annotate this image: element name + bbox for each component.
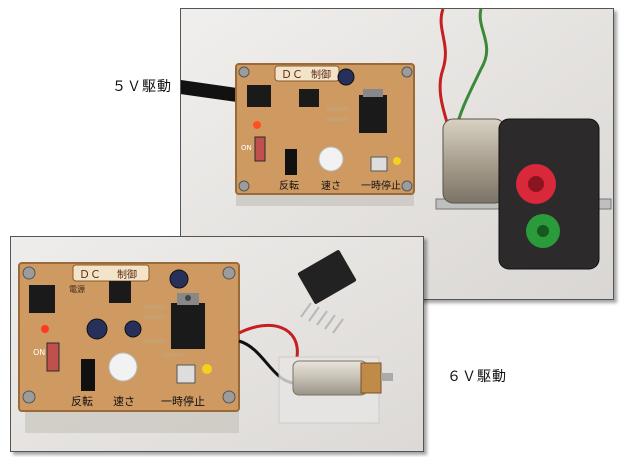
reverse-label-bottom: 反転 — [71, 395, 93, 408]
green-wire — [454, 9, 489, 130]
board-title-tail-bottom: 制御 — [117, 268, 137, 281]
photo-6v-svg: ＤＣ 制御 電源 ON — [11, 237, 423, 451]
on-label-bottom: ON — [33, 348, 45, 357]
pcb-board-bottom: ＤＣ 制御 電源 ON — [18, 262, 240, 412]
caption-6v-drive: ６Ｖ駆動 — [447, 369, 507, 385]
board-title-tail-top: 制御 — [311, 68, 331, 81]
motor-driver-chip-top — [359, 95, 387, 133]
caption-5v-drive: ５Ｖ駆動 — [112, 79, 172, 95]
red-wire — [438, 9, 451, 130]
pause-label-bottom: 一時停止 — [161, 394, 205, 408]
on-label-top: ON — [241, 144, 252, 152]
power-switch — [254, 136, 266, 162]
power-label: 電源 — [69, 285, 85, 294]
motor-driver-chip-bottom — [171, 303, 205, 349]
small-dc-motor — [278, 356, 393, 424]
power-led — [253, 121, 261, 129]
photo-6v-board-motor: ＤＣ 制御 電源 ON — [10, 236, 424, 452]
board-title-bottom: ＤＣ — [79, 268, 101, 281]
loose-driver-chip — [297, 250, 357, 334]
pcb-board-top: ＤＣ 制御 ON 反転 — [235, 63, 415, 195]
board-title-top: ＤＣ — [281, 68, 303, 81]
gearbox-motor — [435, 118, 612, 270]
pause-label-top: 一時停止 — [361, 179, 401, 192]
reverse-label-top: 反転 — [279, 180, 299, 192]
pause-button — [370, 156, 388, 172]
speed-label-bottom: 速さ — [113, 395, 135, 408]
speed-label-top: 速さ — [321, 180, 341, 192]
speed-knob — [318, 146, 344, 172]
